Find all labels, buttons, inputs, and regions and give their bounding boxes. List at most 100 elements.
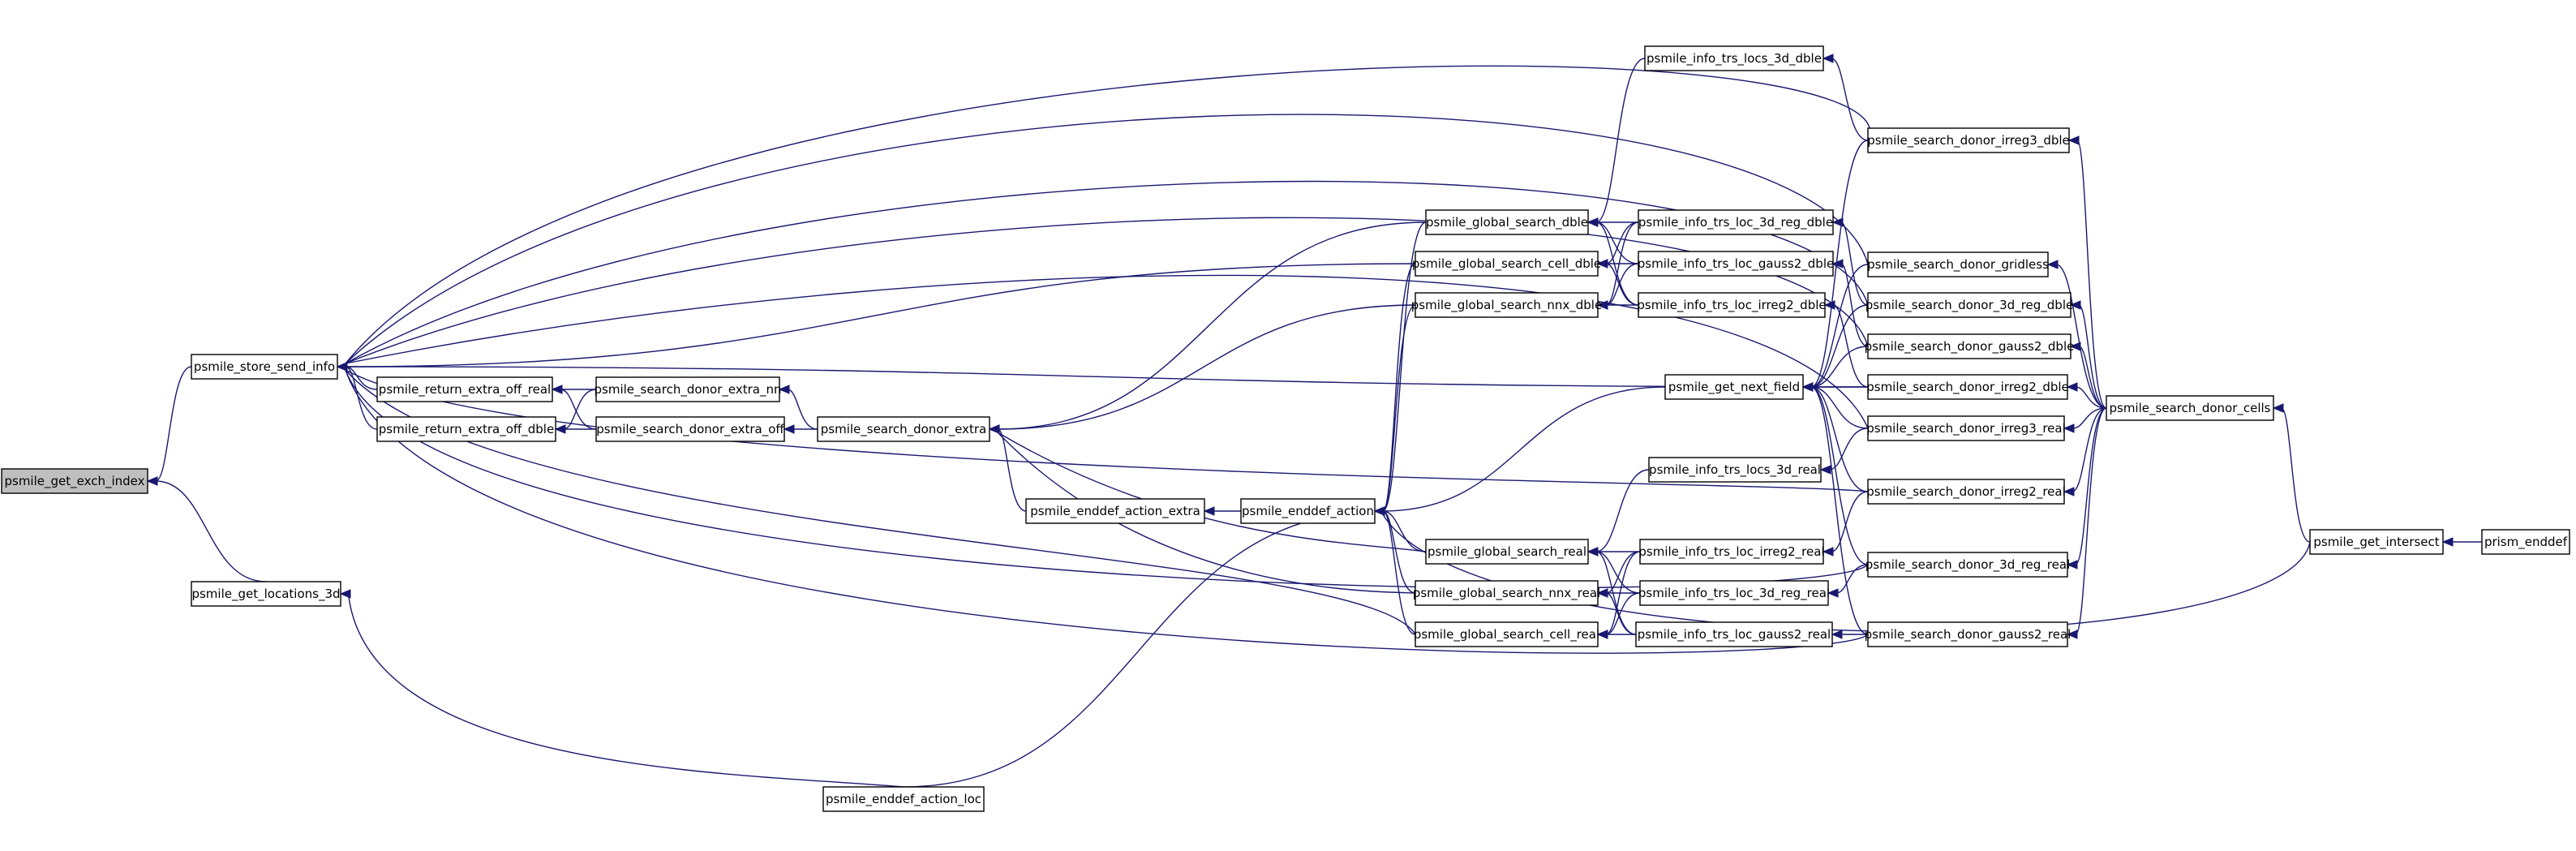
- call-edge: [1810, 264, 1869, 388]
- call-edge: [997, 432, 1427, 552]
- node-label: psmile_search_donor_extra_off: [596, 422, 784, 437]
- node-search-donor-extra-nn[interactable]: psmile_search_donor_extra_nn: [595, 376, 782, 402]
- node-label: psmile_get_exch_index: [4, 474, 144, 489]
- call-edge: [1840, 221, 1869, 306]
- call-edge: [348, 596, 904, 788]
- call-edge: [1835, 564, 1869, 594]
- node-global-search-real[interactable]: psmile_global_search_real: [1425, 539, 1589, 565]
- node-prism-enddef[interactable]: prism_enddef: [2481, 529, 2570, 555]
- call-edge: [1605, 551, 1641, 594]
- edge-arrowhead: [1822, 547, 1834, 557]
- node-info-trs-loc-3d-reg-real[interactable]: psmile_info_trs_loc_3d_reg_real: [1638, 580, 1830, 606]
- node-search-donor-irreg3-real[interactable]: psmile_search_donor_irreg3_real: [1866, 415, 2066, 441]
- node-box: [1240, 498, 1376, 524]
- call-edge: [2078, 346, 2107, 409]
- node-enddef-action-extra[interactable]: psmile_enddef_action_extra: [1025, 498, 1205, 524]
- node-enddef-action[interactable]: psmile_enddef_action: [1240, 498, 1376, 524]
- node-info-trs-locs-3d-dble[interactable]: psmile_info_trs_locs_3d_dble: [1644, 45, 1824, 71]
- call-edge: [1605, 592, 1637, 635]
- call-edge: [1605, 263, 1639, 306]
- edge-arrowhead: [2046, 260, 2059, 269]
- call-edge: [2281, 407, 2311, 543]
- call-edge: [1595, 58, 1646, 223]
- node-box: [1664, 374, 1804, 400]
- node-search-donor-3d-reg-real[interactable]: psmile_search_donor_3d_reg_real: [1865, 552, 2070, 578]
- node-search-donor-gridless[interactable]: psmile_search_donor_gridless: [1867, 251, 2049, 277]
- edge-arrowhead: [2067, 135, 2080, 145]
- call-edge: [1810, 304, 1869, 388]
- edge-arrowhead: [2272, 403, 2284, 413]
- call-edge: [1831, 58, 1869, 141]
- edge-arrowhead: [2066, 382, 2078, 392]
- node-label: psmile_store_send_info: [194, 359, 335, 375]
- node-search-donor-cells[interactable]: psmile_search_donor_cells: [2106, 395, 2274, 421]
- call-edge: [2078, 304, 2107, 409]
- edge-arrowhead: [1831, 259, 1844, 269]
- node-search-donor-irreg2-dble[interactable]: psmile_search_donor_irreg2_dble: [1866, 374, 2069, 400]
- node-info-trs-loc-3d-reg-dble[interactable]: psmile_info_trs_loc_3d_reg_dble: [1638, 209, 1834, 235]
- node-search-donor-gauss2-real[interactable]: psmile_search_donor_gauss2_real: [1865, 621, 2072, 647]
- node-info-trs-locs-3d-real[interactable]: psmile_info_trs_locs_3d_real: [1648, 457, 1822, 483]
- node-box: [822, 786, 985, 812]
- node-box: [1867, 333, 2072, 359]
- node-return-extra-off-real[interactable]: psmile_return_extra_off_real: [376, 376, 553, 402]
- node-label: psmile_get_intersect: [2313, 535, 2439, 550]
- node-label: psmile_info_trs_loc_gauss2_real: [1638, 627, 1831, 643]
- call-edge: [787, 389, 818, 430]
- node-label: psmile_info_trs_locs_3d_real: [1649, 462, 1821, 478]
- call-edge: [345, 366, 1869, 388]
- node-box: [1867, 415, 2065, 441]
- node-label: psmile_enddef_action: [1242, 504, 1374, 519]
- call-edge: [2072, 407, 2107, 429]
- node-get-exch-index[interactable]: psmile_get_exch_index: [1, 468, 148, 494]
- call-edge: [1605, 551, 1641, 635]
- edge-arrowhead: [1819, 465, 1831, 475]
- node-search-donor-extra[interactable]: psmile_search_donor_extra: [817, 416, 990, 442]
- node-get-intersect[interactable]: psmile_get_intersect: [2309, 529, 2444, 555]
- node-box: [1415, 580, 1599, 606]
- call-edge: [903, 510, 1384, 788]
- node-store-send-info[interactable]: psmile_store_send_info: [191, 354, 338, 380]
- node-label: psmile_search_donor_gauss2_real: [1865, 627, 2072, 643]
- node-return-extra-off-dble[interactable]: psmile_return_extra_off_dble: [376, 416, 556, 442]
- call-edge: [345, 263, 1416, 367]
- node-search-donor-gauss2-dble[interactable]: psmile_search_donor_gauss2_dble: [1865, 333, 2075, 359]
- node-label: psmile_info_trs_loc_gauss2_dble: [1638, 256, 1834, 272]
- node-get-locations-3d[interactable]: psmile_get_locations_3d: [191, 581, 341, 607]
- call-edge: [1382, 510, 1416, 635]
- node-box: [1415, 621, 1599, 647]
- node-info-trs-loc-gauss2-dble[interactable]: psmile_info_trs_loc_gauss2_dble: [1638, 251, 1834, 277]
- node-search-donor-extra-off[interactable]: psmile_search_donor_extra_off: [595, 416, 785, 442]
- node-label: psmile_info_trs_loc_3d_reg_real: [1638, 586, 1830, 601]
- node-label: psmile_info_trs_loc_3d_reg_dble: [1638, 215, 1833, 230]
- node-box: [595, 376, 780, 402]
- edge-arrowhead: [336, 362, 348, 372]
- node-box: [1867, 621, 2068, 647]
- node-label: psmile_search_donor_extra_nn: [595, 382, 782, 398]
- node-info-trs-loc-irreg2-real[interactable]: psmile_info_trs_loc_irreg2_real: [1638, 539, 1825, 565]
- edge-arrowhead: [988, 424, 1000, 434]
- node-global-search-nnx-dble[interactable]: psmile_global_search_nnx_dble: [1411, 292, 1602, 318]
- node-box: [1648, 457, 1822, 483]
- node-global-search-cell-dble[interactable]: psmile_global_search_cell_dble: [1412, 251, 1601, 277]
- edge-arrowhead: [1586, 547, 1599, 557]
- node-label: psmile_search_donor_irreg2_real: [1866, 484, 2066, 500]
- node-label: psmile_info_trs_loc_irreg2_real: [1638, 544, 1824, 560]
- node-label: psmile_global_search_nnx_real: [1413, 586, 1600, 601]
- edge-arrowhead: [1596, 300, 1608, 310]
- node-info-trs-loc-irreg2-dble[interactable]: psmile_info_trs_loc_irreg2_dble: [1637, 292, 1827, 318]
- edge-arrowhead: [1596, 630, 1608, 639]
- node-search-donor-irreg2-real[interactable]: psmile_search_donor_irreg2_real: [1866, 479, 2066, 505]
- node-enddef-action-loc[interactable]: psmile_enddef_action_loc: [822, 786, 985, 812]
- node-box: [1867, 292, 2072, 318]
- node-global-search-dble[interactable]: psmile_global_search_dble: [1425, 209, 1589, 235]
- node-global-search-nnx-real[interactable]: psmile_global_search_nnx_real: [1413, 580, 1600, 606]
- node-global-search-cell-real[interactable]: psmile_global_search_cell_real: [1414, 621, 1599, 647]
- edge-arrowhead: [1596, 259, 1608, 269]
- node-get-next-field[interactable]: psmile_get_next_field: [1664, 374, 1804, 400]
- edge-arrowhead: [1822, 54, 1834, 63]
- node-search-donor-irreg3-dble[interactable]: psmile_search_donor_irreg3_dble: [1867, 127, 2070, 153]
- node-info-trs-loc-gauss2-real[interactable]: psmile_info_trs_loc_gauss2_real: [1635, 621, 1833, 647]
- node-search-donor-3d-reg-dble[interactable]: psmile_search_donor_3d_reg_dble: [1865, 292, 2073, 318]
